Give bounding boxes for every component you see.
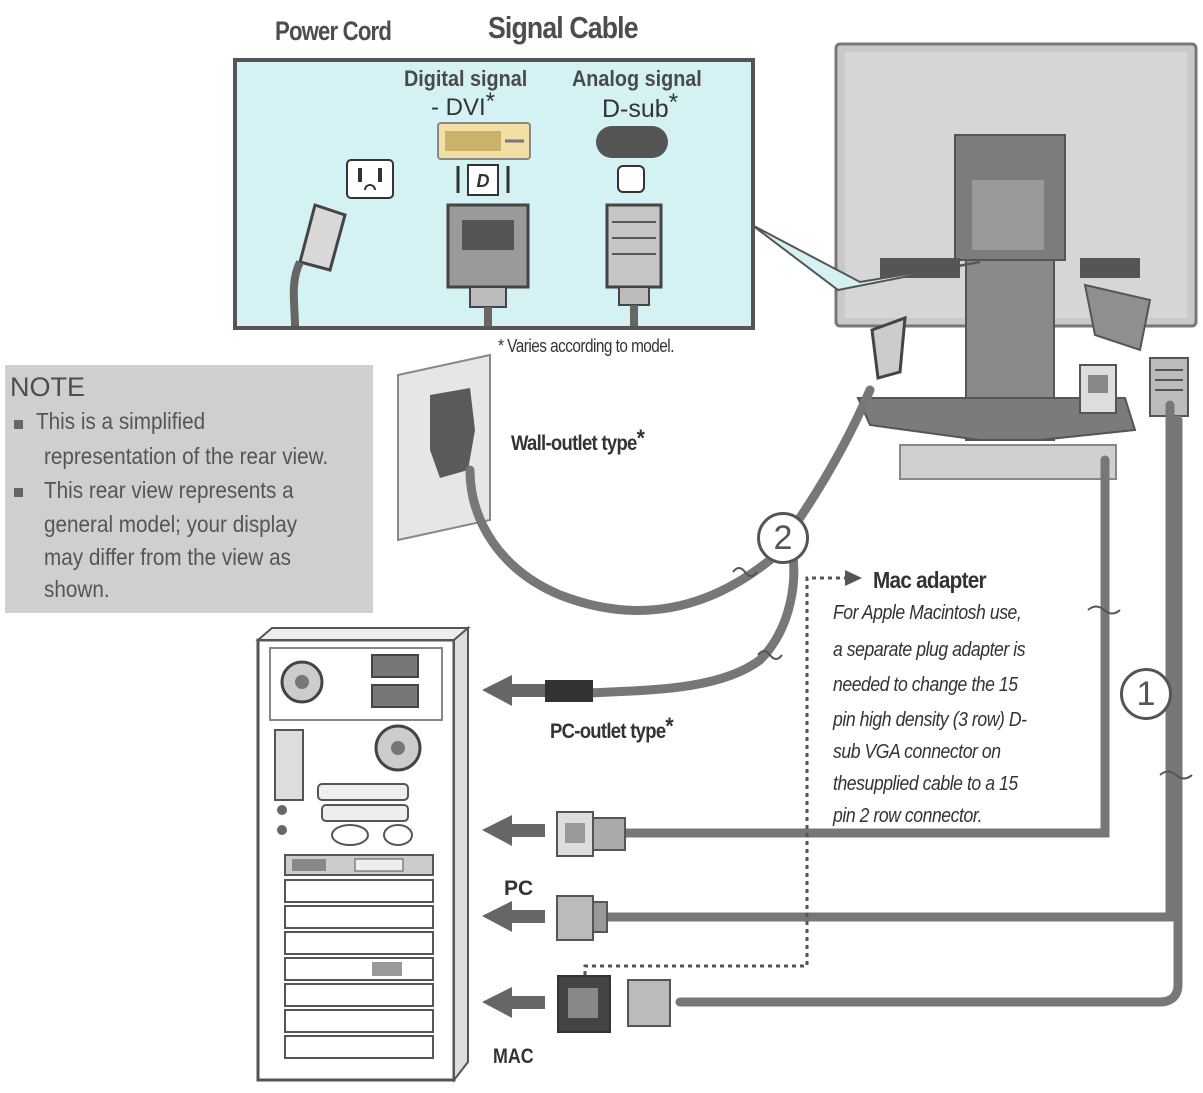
analog-signal-label: Analog signal	[572, 66, 702, 91]
mac-adapter-text: needed to change the 15	[833, 674, 1018, 696]
power-cord-plug-icon	[870, 315, 907, 380]
digital-signal-label: Digital signal	[404, 66, 528, 91]
power-cord-heading: Power Cord	[275, 16, 392, 46]
power-plug-icon	[289, 203, 347, 327]
mac-adapter-text: sub VGA connector on	[833, 741, 1001, 763]
note-line: representation of the rear view.	[44, 443, 329, 469]
varies-footnote: * Varies according to model.	[498, 336, 674, 356]
mac-adapter-text: pin high density (3 row) D-	[833, 709, 1027, 731]
dvi-symbol-icon	[467, 164, 499, 196]
dsub-plug-icon	[605, 203, 663, 326]
note-line: This rear view represents a	[44, 477, 294, 503]
mac-adapter-arrow-icon	[845, 570, 862, 586]
mac-adapter-text: a separate plug adapter is	[833, 639, 1026, 661]
note-line: may differ from the view as	[44, 544, 291, 570]
cable-break-marks	[732, 567, 1193, 780]
dsub-symbol-icon	[617, 165, 645, 193]
svg-text:D: D	[477, 171, 490, 191]
signal-cable-heading: Signal Cable	[488, 10, 639, 45]
note-box	[5, 365, 373, 613]
pc-tower	[255, 625, 471, 1083]
mac-adapter-text: thesupplied cable to a 15	[833, 773, 1018, 795]
dvi-cable-plug-icon	[556, 811, 626, 857]
wall-outlet-icon	[397, 353, 491, 542]
dvi-label: - DVI*	[431, 88, 496, 121]
mac-adapter-plug-icon	[557, 975, 671, 1033]
power-socket-icon	[346, 159, 394, 199]
monitor-rear	[751, 42, 1198, 480]
pc-outlet-label: PC-outlet type*	[550, 713, 674, 743]
dsub-port-icon	[596, 126, 668, 158]
step-2-callout: 2	[757, 512, 809, 564]
dvi-plug-icon	[446, 203, 530, 326]
pc-outlet-plug-icon	[545, 680, 593, 702]
bullet-icon	[14, 488, 23, 497]
note-title: NOTE	[10, 372, 86, 402]
step-1-callout: 1	[1120, 668, 1172, 720]
mac-label: MAC	[493, 1045, 534, 1068]
bullet-icon	[14, 420, 23, 429]
note-line: This is a simplified	[36, 408, 206, 434]
note-line: general model; your display	[44, 511, 298, 537]
connector-panel: D	[233, 58, 755, 330]
mac-adapter-text: pin 2 row connector.	[833, 805, 983, 827]
pc-label: PC	[504, 877, 534, 900]
mac-adapter-title: Mac adapter	[873, 567, 987, 593]
arrows	[482, 675, 545, 1018]
note-line: shown.	[44, 576, 110, 602]
dsub-label: D-sub*	[602, 89, 679, 123]
wall-outlet-label: Wall-outlet type*	[511, 425, 645, 455]
mac-adapter-text: For Apple Macintosh use,	[833, 602, 1022, 624]
dsub-cable-plug-icon	[556, 895, 608, 941]
